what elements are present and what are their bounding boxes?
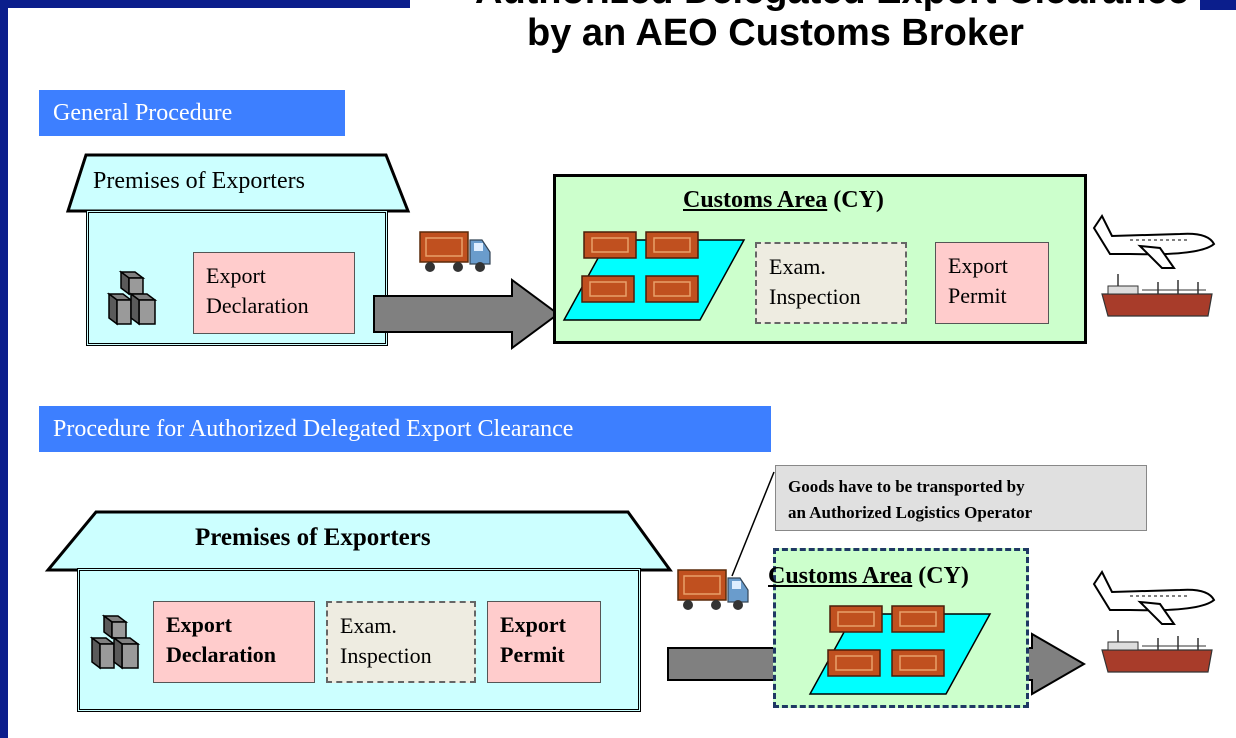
frame-top-bar-right	[1200, 0, 1236, 10]
boxes-icon	[106, 270, 158, 326]
callout-pointer	[731, 471, 775, 577]
exam-inspection-line2: Inspection	[340, 643, 432, 668]
truck-icon	[419, 231, 491, 272]
exam-inspection-line1: Exam.	[769, 254, 826, 279]
container-icon	[581, 231, 699, 303]
export-permit-box: Export Permit	[935, 242, 1049, 324]
arrow-icon	[373, 278, 560, 350]
delegated-procedure-header: Procedure for Authorized Delegated Expor…	[39, 406, 771, 452]
callout-line1: Goods have to be transported by	[788, 477, 1025, 496]
export-declaration-line1: Export	[166, 612, 232, 637]
export-permit-line1: Export	[948, 253, 1008, 278]
export-declaration-box: Export Declaration	[193, 252, 355, 334]
exam-inspection-line1: Exam.	[340, 613, 397, 638]
page-title-line1: Authorized Delegated Export Clearance	[475, 0, 1189, 13]
general-procedure-header: General Procedure	[39, 90, 345, 136]
truck-icon	[677, 569, 749, 610]
premises-roof	[65, 153, 411, 213]
export-declaration-line1: Export	[206, 263, 266, 288]
premises-label: Premises of Exporters	[93, 168, 305, 194]
premises-roof-delegated	[44, 510, 673, 572]
ship-icon	[1101, 630, 1213, 673]
frame-left-bar	[0, 0, 8, 738]
boxes-icon	[89, 614, 141, 670]
export-declaration-line2: Declaration	[206, 293, 309, 318]
logistics-callout: Goods have to be transported by an Autho…	[775, 465, 1147, 531]
container-yard-delegated	[808, 605, 992, 695]
export-permit-line2: Permit	[948, 283, 1007, 308]
container-icon	[827, 605, 945, 677]
customs-area-title-delegated: Customs Area (CY)	[768, 563, 969, 589]
export-declaration-box-delegated: Export Declaration	[153, 601, 315, 683]
exam-inspection-line2: Inspection	[769, 284, 861, 309]
premises-label-delegated: Premises of Exporters	[195, 524, 431, 551]
container-yard	[562, 231, 746, 321]
export-declaration-line2: Declaration	[166, 642, 276, 667]
export-permit-box-delegated: Export Permit	[487, 601, 601, 683]
export-permit-line1: Export	[500, 612, 566, 637]
page-title-line2: by an AEO Customs Broker	[527, 12, 1024, 54]
export-permit-line2: Permit	[500, 642, 565, 667]
exam-inspection-box-delegated: Exam. Inspection	[326, 601, 476, 683]
airplane-icon	[1092, 214, 1216, 269]
exam-inspection-box: Exam. Inspection	[755, 242, 907, 324]
ship-icon	[1101, 274, 1213, 317]
customs-area-title: Customs Area (CY)	[683, 187, 884, 213]
airplane-icon	[1092, 570, 1216, 625]
callout-line2: an Authorized Logistics Operator	[788, 503, 1033, 522]
frame-top-bar-left	[0, 0, 410, 8]
